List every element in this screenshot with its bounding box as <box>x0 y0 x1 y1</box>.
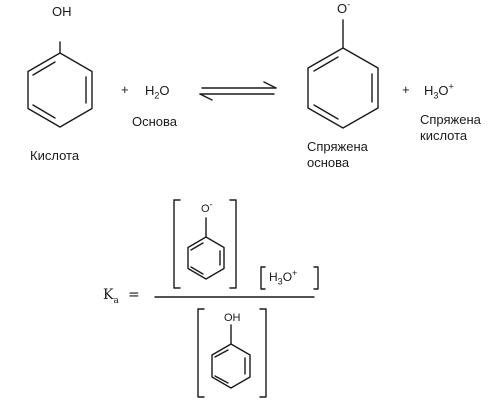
denominator-oh-group: OH <box>224 312 241 324</box>
hydronium-bracket <box>260 266 319 290</box>
phenol-ring <box>27 41 93 128</box>
numerator-phenoxide-ring <box>187 217 225 280</box>
ka-symbol: Ka <box>103 287 119 306</box>
water-formula: H2O <box>145 83 170 101</box>
phenoxide-ring <box>307 19 379 129</box>
plus-sign-2: + <box>402 82 410 97</box>
conj-base-line1: Спряжена <box>307 139 368 154</box>
denominator-phenol-ring <box>211 324 251 389</box>
conj-acid-line2: кислота <box>420 128 468 143</box>
plus-sign-1: + <box>121 82 129 97</box>
numerator-o-group: O- <box>201 199 213 215</box>
equilibrium-arrows <box>199 81 277 101</box>
numerator-bracket <box>173 199 237 289</box>
conj-base-line2: основа <box>307 155 350 170</box>
numerator-hydronium: H3O+ <box>269 268 298 287</box>
base-label: Основа <box>132 114 178 129</box>
conj-acid-line1: Спряжена <box>420 112 481 127</box>
phenol-oh-group: OH <box>52 4 72 19</box>
phenoxide-o-group: O- <box>337 0 351 16</box>
denominator-bracket <box>197 308 267 398</box>
acid-label: Кислота <box>30 148 80 163</box>
equals-sign: = <box>128 287 140 303</box>
hydronium-formula: H3O+ <box>424 81 454 101</box>
